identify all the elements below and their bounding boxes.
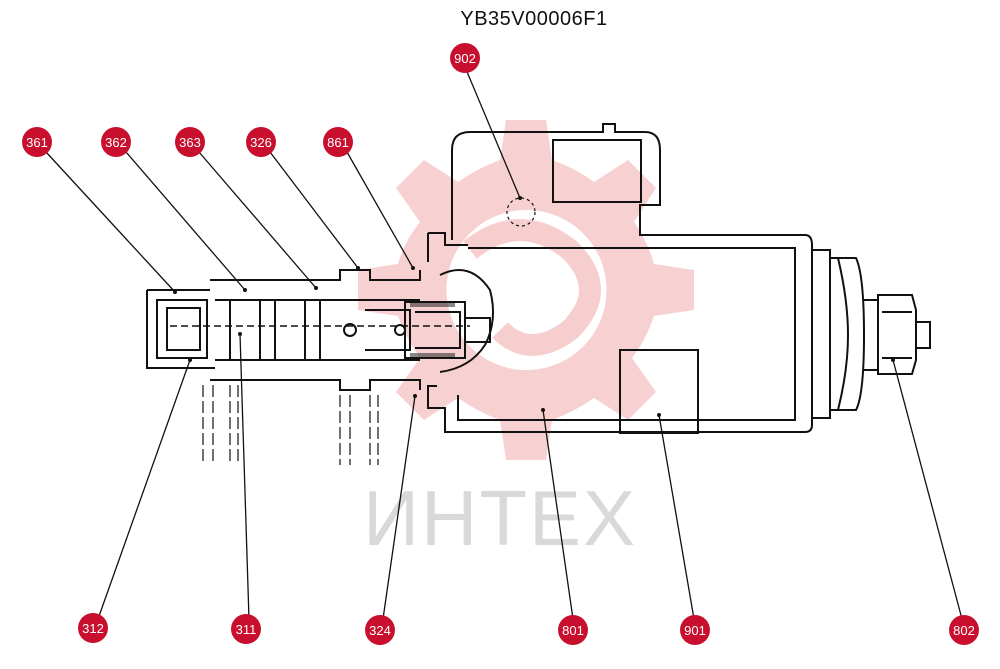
- svg-text:311: 311: [236, 622, 257, 637]
- svg-text:361: 361: [26, 135, 48, 150]
- callout-324[interactable]: 324: [365, 615, 395, 645]
- watermark-gear-logo: [358, 120, 694, 460]
- callout-362[interactable]: 362: [101, 127, 131, 157]
- svg-text:802: 802: [953, 623, 975, 638]
- callout-311[interactable]: 311: [231, 614, 261, 644]
- svg-text:326: 326: [250, 135, 272, 150]
- svg-text:901: 901: [684, 623, 706, 638]
- callout-801[interactable]: 801: [558, 615, 588, 645]
- valve-outline: [146, 123, 931, 434]
- svg-text:324: 324: [369, 623, 391, 638]
- leader-dots: [173, 196, 895, 417]
- svg-text:362: 362: [105, 135, 127, 150]
- callout-361[interactable]: 361: [22, 127, 52, 157]
- svg-text:801: 801: [562, 623, 584, 638]
- callout-363[interactable]: 363: [175, 127, 205, 157]
- watermark-text: ИНТЕХ: [363, 474, 637, 562]
- svg-text:861: 861: [327, 135, 349, 150]
- detail-marker-circle: [506, 197, 536, 227]
- svg-text:312: 312: [82, 621, 104, 636]
- callout-861[interactable]: 861: [323, 127, 353, 157]
- callout-326[interactable]: 326: [246, 127, 276, 157]
- callout-901[interactable]: 901: [680, 615, 710, 645]
- callout-312[interactable]: 312: [78, 613, 108, 643]
- part-number-title: YB35V00006F1: [460, 8, 608, 30]
- leader-lines: [45, 66, 963, 620]
- svg-text:902: 902: [454, 51, 476, 66]
- callout-802[interactable]: 802: [949, 615, 979, 645]
- port-dash-lines: [202, 385, 379, 465]
- callout-902[interactable]: 902: [450, 43, 480, 73]
- svg-text:363: 363: [179, 135, 201, 150]
- seal-hatching: [410, 303, 455, 357]
- watermark-swirl: [463, 219, 601, 356]
